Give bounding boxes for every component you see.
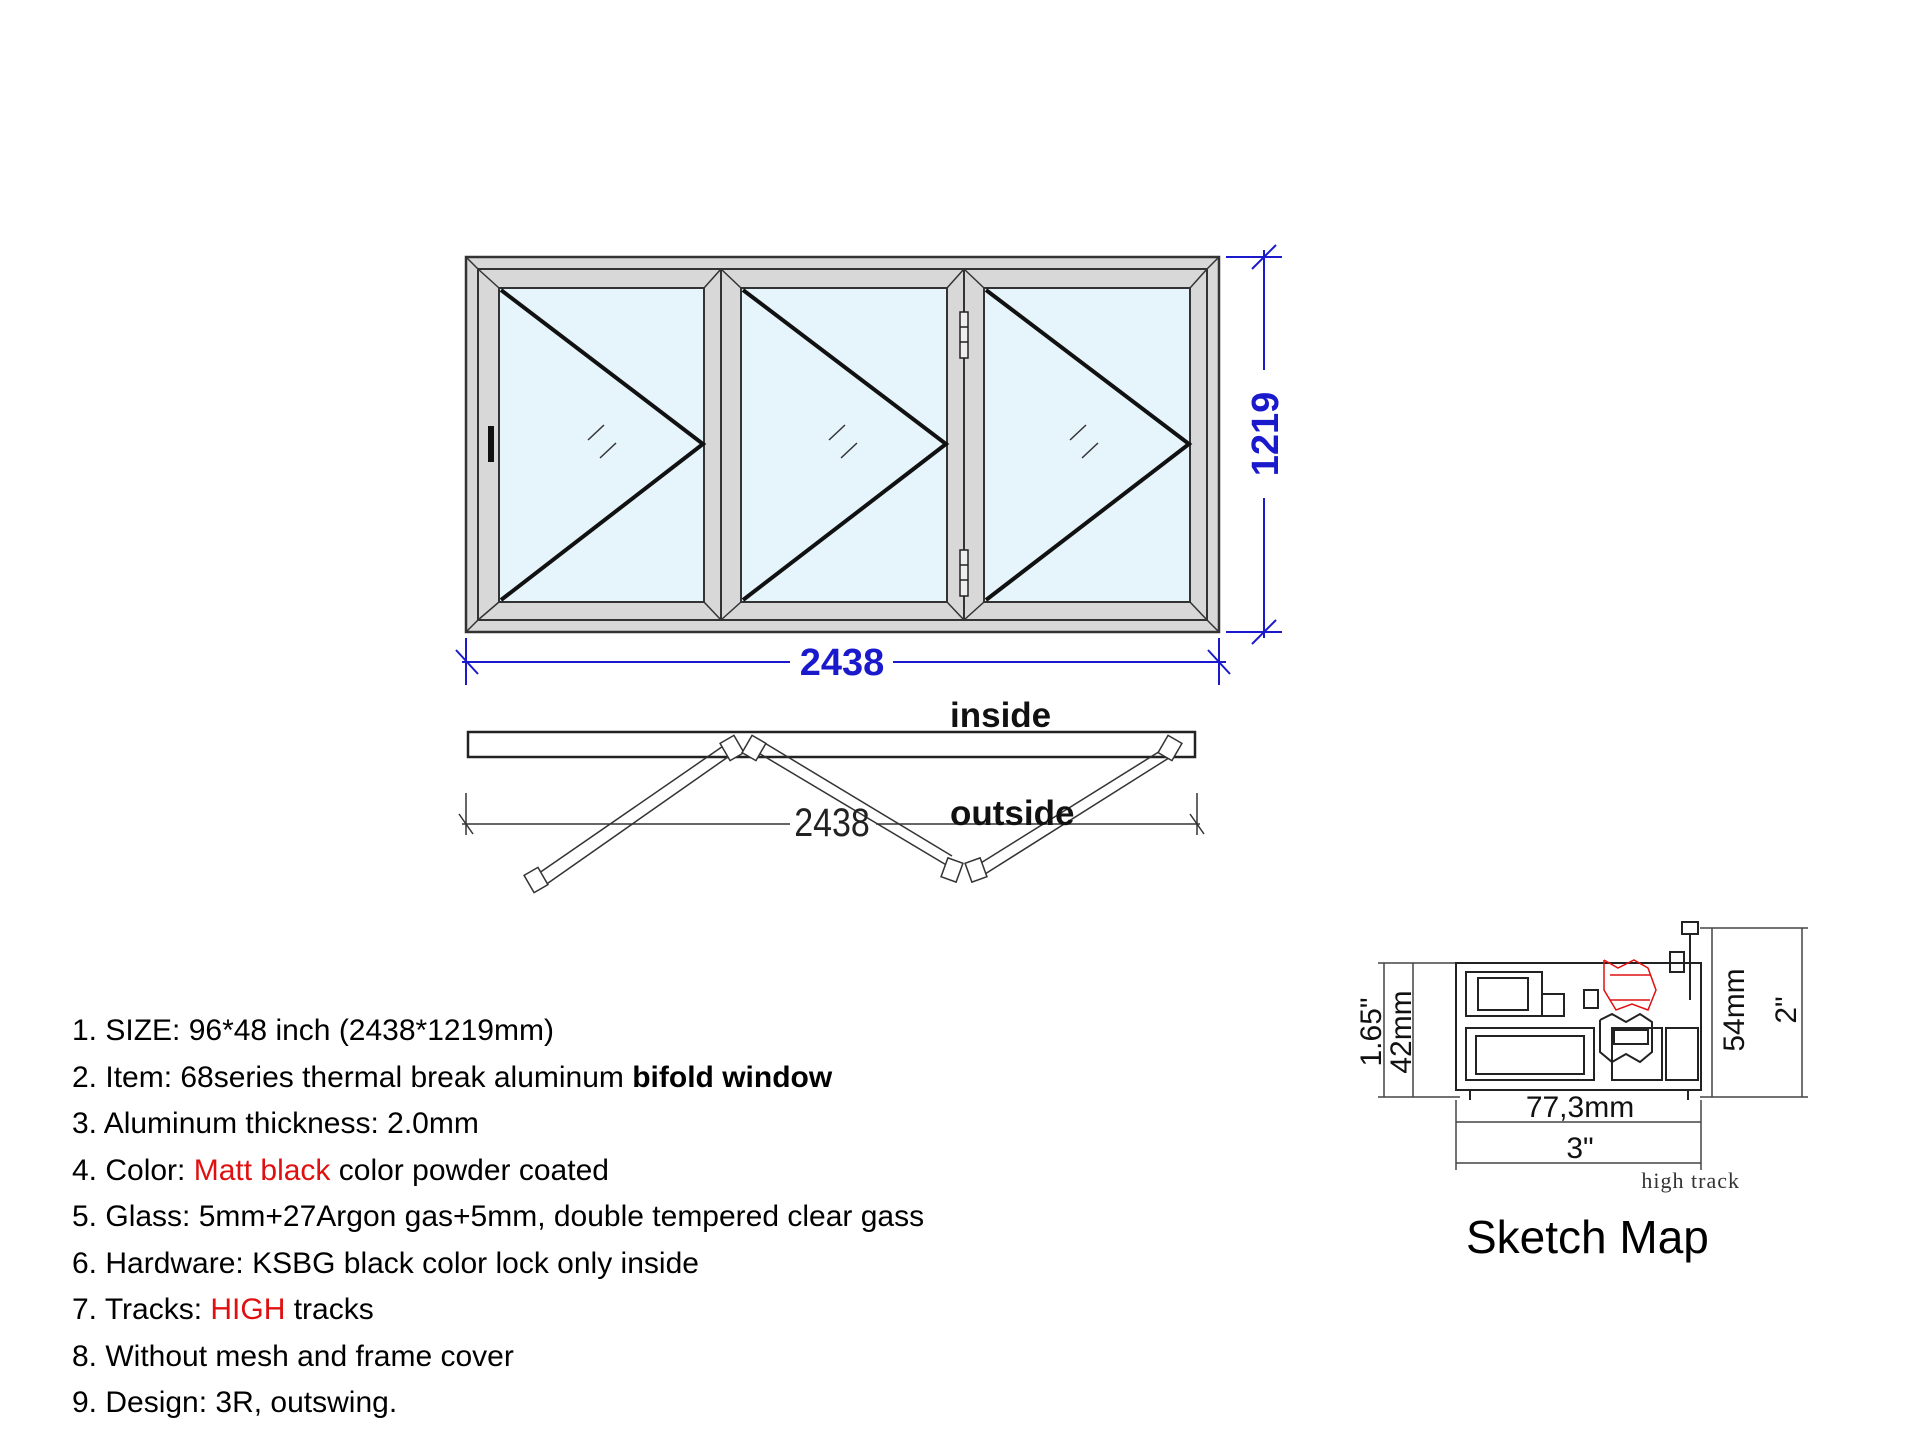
spec-tracks: 7. Tracks: HIGH tracks	[72, 1287, 924, 1334]
spec-mesh: 8. Without mesh and frame cover	[72, 1339, 514, 1373]
spec-list: 1. SIZE: 96*48 inch (2438*1219mm) 2. Ite…	[72, 1008, 924, 1427]
hinge-icon	[959, 549, 969, 597]
glass-pane-1	[498, 287, 705, 603]
spec-size: 1. SIZE: 96*48 inch (2438*1219mm)	[72, 1014, 554, 1047]
plan-frame	[466, 730, 1197, 759]
profile-width-inch-label: 3"	[1566, 1132, 1593, 1165]
spec-tracks-highlight: HIGH	[210, 1293, 286, 1326]
spec-glass: 5. Glass: 5mm+27Argon gas+5mm, double te…	[72, 1200, 925, 1233]
spec-tracks-suffix: tracks	[285, 1293, 374, 1326]
handle-icon	[488, 426, 494, 462]
profile-right-inch-label: 2"	[1770, 996, 1803, 1023]
profile-left-inch-label: 1.65"	[1355, 997, 1388, 1066]
height-dimension	[1226, 244, 1282, 645]
width-dimension	[455, 638, 1231, 685]
sash-panel-3	[963, 268, 1208, 621]
spec-tracks-prefix: 7. Tracks:	[72, 1293, 211, 1326]
glass-pane-3	[983, 287, 1191, 603]
spec-thickness: 3. Aluminum thickness: 2.0mm	[72, 1107, 479, 1140]
hinge-icon	[959, 311, 969, 359]
sash-panel-1	[477, 268, 722, 621]
plan-view: 2438 inside outside	[458, 696, 1205, 894]
spec-color: 4. Color: Matt black color powder coated	[72, 1148, 924, 1195]
outside-label: outside	[950, 794, 1074, 833]
spec-color-highlight: Matt black	[193, 1153, 331, 1187]
spec-design: 9. Design: 3R, outswing.	[72, 1386, 398, 1419]
sketch-map-title: Sketch Map	[1466, 1211, 1709, 1263]
glass-pane-2	[740, 287, 948, 603]
spec-color-prefix: 4. Color:	[72, 1153, 194, 1187]
inside-label: inside	[950, 696, 1051, 735]
spec-item-text: 2. Item: 68series thermal break aluminum	[72, 1060, 633, 1094]
spec-color-suffix: color powder coated	[330, 1153, 609, 1187]
profile-width-mm-label: 77,3mm	[1526, 1091, 1634, 1124]
plan-width-label: 2438	[794, 799, 870, 844]
high-track-label: high track	[1641, 1168, 1740, 1193]
spec-item: 2. Item: 68series thermal break aluminum…	[72, 1055, 924, 1102]
profile-left-mm-label: 42mm	[1385, 990, 1418, 1073]
sash-panel-2	[720, 268, 965, 621]
profile-right-mm-label: 54mm	[1718, 968, 1751, 1051]
width-label: 2438	[800, 642, 885, 684]
profile-section: 1.65" 42mm 54mm 2"	[1355, 921, 1808, 1193]
elevation-view: 1219 2438	[455, 244, 1287, 685]
spec-item-bold: bifold window	[632, 1060, 833, 1094]
height-label: 1219	[1245, 392, 1287, 477]
spec-hardware: 6. Hardware: KSBG black color lock only …	[72, 1246, 699, 1280]
